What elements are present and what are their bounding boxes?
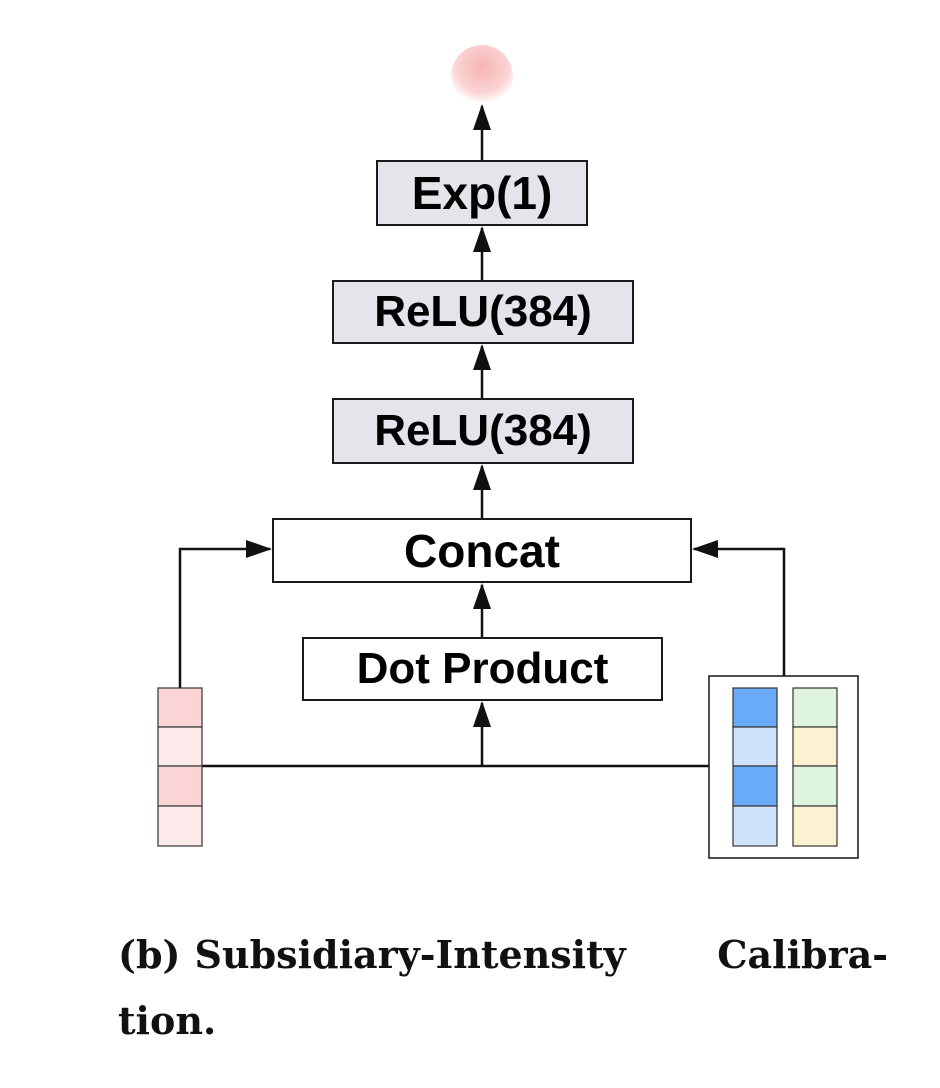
matrix-cell xyxy=(732,687,778,728)
left-embedding-vector xyxy=(157,687,203,847)
relu-layer-top: ReLU(384) xyxy=(332,280,634,344)
architecture-diagram xyxy=(157,45,859,859)
arrowhead-dot-product xyxy=(473,701,491,727)
exp-layer: Exp(1) xyxy=(376,160,588,226)
relu-layer-bottom-label: ReLU(384) xyxy=(374,406,592,455)
matrix-cell xyxy=(732,726,778,767)
concat-layer-label: Concat xyxy=(404,524,560,577)
caption-label: (b) xyxy=(118,932,181,977)
blue-column xyxy=(732,687,778,847)
output-node xyxy=(451,45,513,107)
vector-cell xyxy=(157,726,203,767)
matrix-cell xyxy=(732,765,778,807)
dot-product-layer: Dot Product xyxy=(302,637,663,701)
arrowhead-relu-top xyxy=(473,344,491,370)
matrix-cell xyxy=(792,726,838,767)
relu-layer-top-label: ReLU(384) xyxy=(374,287,592,336)
caption-text: Subsidiary-Intensity Calibra- tion. xyxy=(118,932,888,1043)
arrowhead-output xyxy=(473,104,491,130)
relu-layer-bottom: ReLU(384) xyxy=(332,398,634,464)
matrix-cell xyxy=(792,687,838,728)
vector-cell xyxy=(157,765,203,807)
matrix-cell xyxy=(792,765,838,807)
dot-product-layer-label: Dot Product xyxy=(356,644,609,693)
arrowhead-concat xyxy=(473,583,491,609)
arrow-left-vector-to-concat xyxy=(178,547,270,688)
matrix-cell xyxy=(792,805,838,847)
arrowhead-concat-right xyxy=(692,540,718,558)
concat-layer: Concat xyxy=(272,518,692,583)
vector-cell xyxy=(157,687,203,728)
figure-caption: (b)Subsidiary-Intensity Calibra- tion. xyxy=(118,922,888,1054)
arrowhead-relu-bottom xyxy=(473,464,491,490)
matrix-cell xyxy=(732,805,778,847)
exp-layer-label: Exp(1) xyxy=(411,167,553,219)
green-yellow-column xyxy=(792,687,838,847)
arrow-right-matrix-to-concat xyxy=(694,547,786,676)
vector-cell xyxy=(157,805,203,847)
arrowhead-concat-left xyxy=(246,540,272,558)
arrowhead-exp xyxy=(473,226,491,252)
